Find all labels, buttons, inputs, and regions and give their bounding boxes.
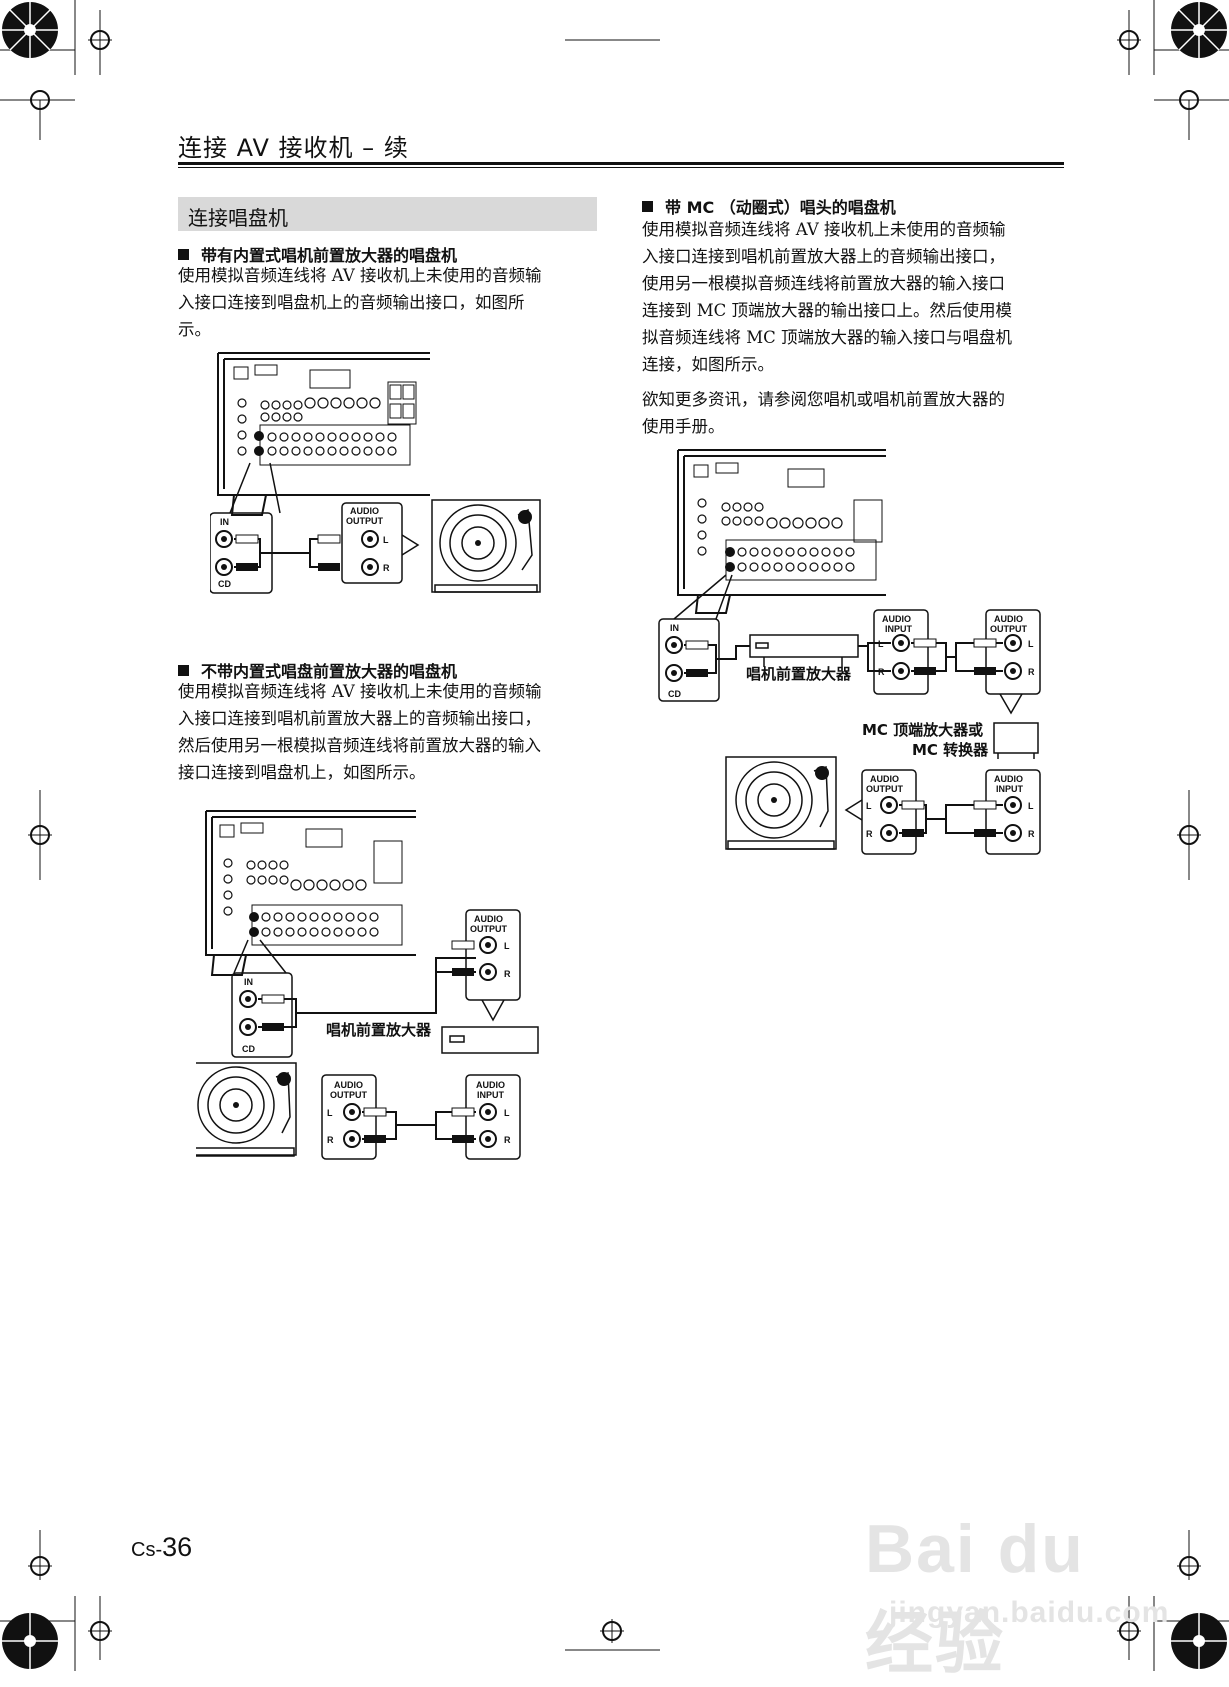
svg-text:R: R [383,563,390,573]
svg-text:IN: IN [220,517,229,527]
page-number: Cs-36 [131,1532,193,1562]
square-bullet-icon [178,249,189,260]
diagram-turntable-with-preamp: IN CD AUDIO OUTPUT L R [210,352,541,594]
svg-text:AUDIO: AUDIO [350,506,379,516]
svg-text:AUDIO: AUDIO [870,774,899,784]
svg-text:CD: CD [218,579,231,589]
section-header: 连接唱盘机 [178,197,597,231]
subsection-heading-2: 不带内置式唱盘前置放大器的唱盘机 [178,658,457,682]
section-title: 连接唱盘机 [188,206,288,230]
subsection-heading-1: 带有内置式唱机前置放大器的唱盘机 [178,242,457,266]
svg-text:L: L [504,1108,510,1118]
svg-text:R: R [866,829,873,839]
svg-text:R: R [504,969,511,979]
svg-text:MC 转换器: MC 转换器 [912,741,989,759]
svg-text:L: L [1028,801,1034,811]
svg-text:AUDIO: AUDIO [476,1080,505,1090]
svg-text:R: R [327,1135,334,1145]
svg-text:R: R [1028,667,1035,677]
svg-text:R: R [1028,829,1035,839]
svg-text:OUTPUT: OUTPUT [346,516,384,526]
svg-text:R: R [878,667,885,677]
svg-text:OUTPUT: OUTPUT [330,1090,368,1100]
svg-text:CD: CD [242,1044,255,1054]
svg-text:AUDIO: AUDIO [994,774,1023,784]
diagram-turntable-mc-cartridge: IN CD 唱机前置放大器 AUDIO INPUT L R AUDIO OUTP… [658,449,1041,855]
subsection-body-3: 使用模拟音频连线将 AV 接收机上未使用的音频输 入接口连接到唱机前置放大器上的… [642,220,1013,436]
svg-text:L: L [383,535,389,545]
diagram-turntable-without-preamp: IN CD AUDIO OUTPUT L R 唱机前置放大器 AUDIO OUT… [196,810,539,1160]
svg-text:OUTPUT: OUTPUT [470,924,508,934]
title-rule [178,162,1064,165]
svg-text:L: L [1028,639,1034,649]
svg-text:唱机前置放大器: 唱机前置放大器 [746,665,852,683]
svg-text:OUTPUT: OUTPUT [990,624,1028,634]
subsection-body-2: 使用模拟音频连线将 AV 接收机上未使用的音频输 入接口连接到唱机前置放大器上的… [178,682,542,782]
svg-text:AUDIO: AUDIO [474,914,503,924]
svg-text:L: L [866,801,872,811]
subsection-heading-3: 带 MC （动圈式）唱头的唱盘机 [642,194,896,218]
page-title: 连接 AV 接收机 – 续 [178,134,409,162]
square-bullet-icon [178,665,189,676]
svg-text:唱机前置放大器: 唱机前置放大器 [326,1021,432,1039]
svg-text:INPUT: INPUT [885,624,913,634]
svg-text:IN: IN [670,623,679,633]
svg-text:R: R [504,1135,511,1145]
svg-text:L: L [878,639,884,649]
watermark-logo: Bai du 经验 jingyan.baidu.com [865,1511,1170,1682]
svg-text:L: L [504,941,510,951]
svg-text:MC 顶端放大器或: MC 顶端放大器或 [862,721,983,739]
subsection-body-1: 使用模拟音频连线将 AV 接收机上未使用的音频输 入接口连接到唱盘机上的音频输出… [178,266,542,339]
svg-text:OUTPUT: OUTPUT [866,784,904,794]
svg-text:INPUT: INPUT [996,784,1024,794]
svg-text:L: L [327,1108,333,1118]
svg-text:CD: CD [668,689,681,699]
svg-text:AUDIO: AUDIO [994,614,1023,624]
svg-text:AUDIO: AUDIO [334,1080,363,1090]
svg-text:AUDIO: AUDIO [882,614,911,624]
svg-text:INPUT: INPUT [477,1090,505,1100]
square-bullet-icon [642,201,653,212]
title-rule-thin [178,167,1064,168]
svg-text:IN: IN [244,977,253,987]
